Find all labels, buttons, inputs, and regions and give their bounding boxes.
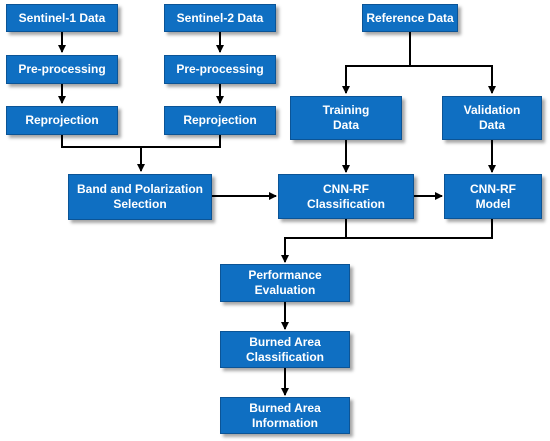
connector-cnn-merge bbox=[345, 219, 493, 239]
node-label-line: Reference Data bbox=[366, 10, 454, 25]
node-label-line: CNN-RF bbox=[470, 181, 516, 196]
connector-reproj-merge bbox=[61, 135, 221, 148]
band-polarization-selection-box: Band and Polarization Selection bbox=[68, 174, 212, 220]
node-label-line: CNN-RF bbox=[323, 181, 369, 196]
node-label-line: Sentinel-1 Data bbox=[18, 10, 106, 25]
node-label-line: Reprojection bbox=[25, 113, 99, 127]
burned-area-classification-box: Burned Area Classification bbox=[220, 331, 350, 368]
training-data-box: Training Data bbox=[290, 96, 402, 140]
sentinel-1-data-box: Sentinel-1 Data bbox=[6, 4, 118, 32]
sentinel-2-data-box: Sentinel-2 Data bbox=[164, 4, 276, 32]
node-label-line: Classification bbox=[306, 196, 386, 211]
node-label-line: Burned Area bbox=[249, 400, 321, 415]
node-label-line: Reprojection bbox=[183, 113, 257, 127]
arrow-merge-to-perf bbox=[281, 237, 346, 263]
performance-evaluation-box: Performance Evaluation bbox=[220, 264, 350, 302]
node-label-line: Selection bbox=[113, 197, 167, 211]
node-label-line: Burned Area bbox=[249, 334, 321, 349]
node-label-line: Band and Polarization bbox=[76, 182, 203, 196]
arrow-reference-to-training bbox=[342, 65, 410, 94]
node-label-line: Pre-processing bbox=[18, 62, 106, 76]
node-label-line: Sentinel-2 Data bbox=[176, 10, 264, 25]
burned-area-information-box: Burned Area Information bbox=[220, 397, 350, 434]
reference-data-box: Reference Data bbox=[362, 4, 458, 32]
cnn-rf-classification-box: CNN-RF Classification bbox=[278, 174, 414, 219]
node-label-line: Data bbox=[332, 118, 359, 132]
validation-data-box: Validation Data bbox=[442, 96, 542, 140]
node-label-line: Training bbox=[322, 103, 370, 117]
node-label-line: Model bbox=[475, 196, 511, 211]
node-label-line: Classification bbox=[245, 349, 325, 364]
node-label-line: Validation bbox=[463, 103, 521, 117]
node-label-line: Performance bbox=[248, 268, 322, 282]
node-label-line: Data bbox=[478, 118, 505, 132]
arrow-reference-to-validation bbox=[410, 65, 496, 94]
preprocessing-2-box: Pre-processing bbox=[164, 55, 276, 84]
reprojection-1-box: Reprojection bbox=[6, 106, 118, 135]
preprocessing-1-box: Pre-processing bbox=[6, 55, 118, 84]
cnn-rf-model-box: CNN-RF Model bbox=[444, 174, 542, 219]
node-label-line: Evaluation bbox=[254, 283, 316, 297]
node-label-line: Pre-processing bbox=[176, 62, 264, 76]
reprojection-2-box: Reprojection bbox=[164, 106, 276, 135]
node-label-line: Information bbox=[252, 415, 318, 430]
